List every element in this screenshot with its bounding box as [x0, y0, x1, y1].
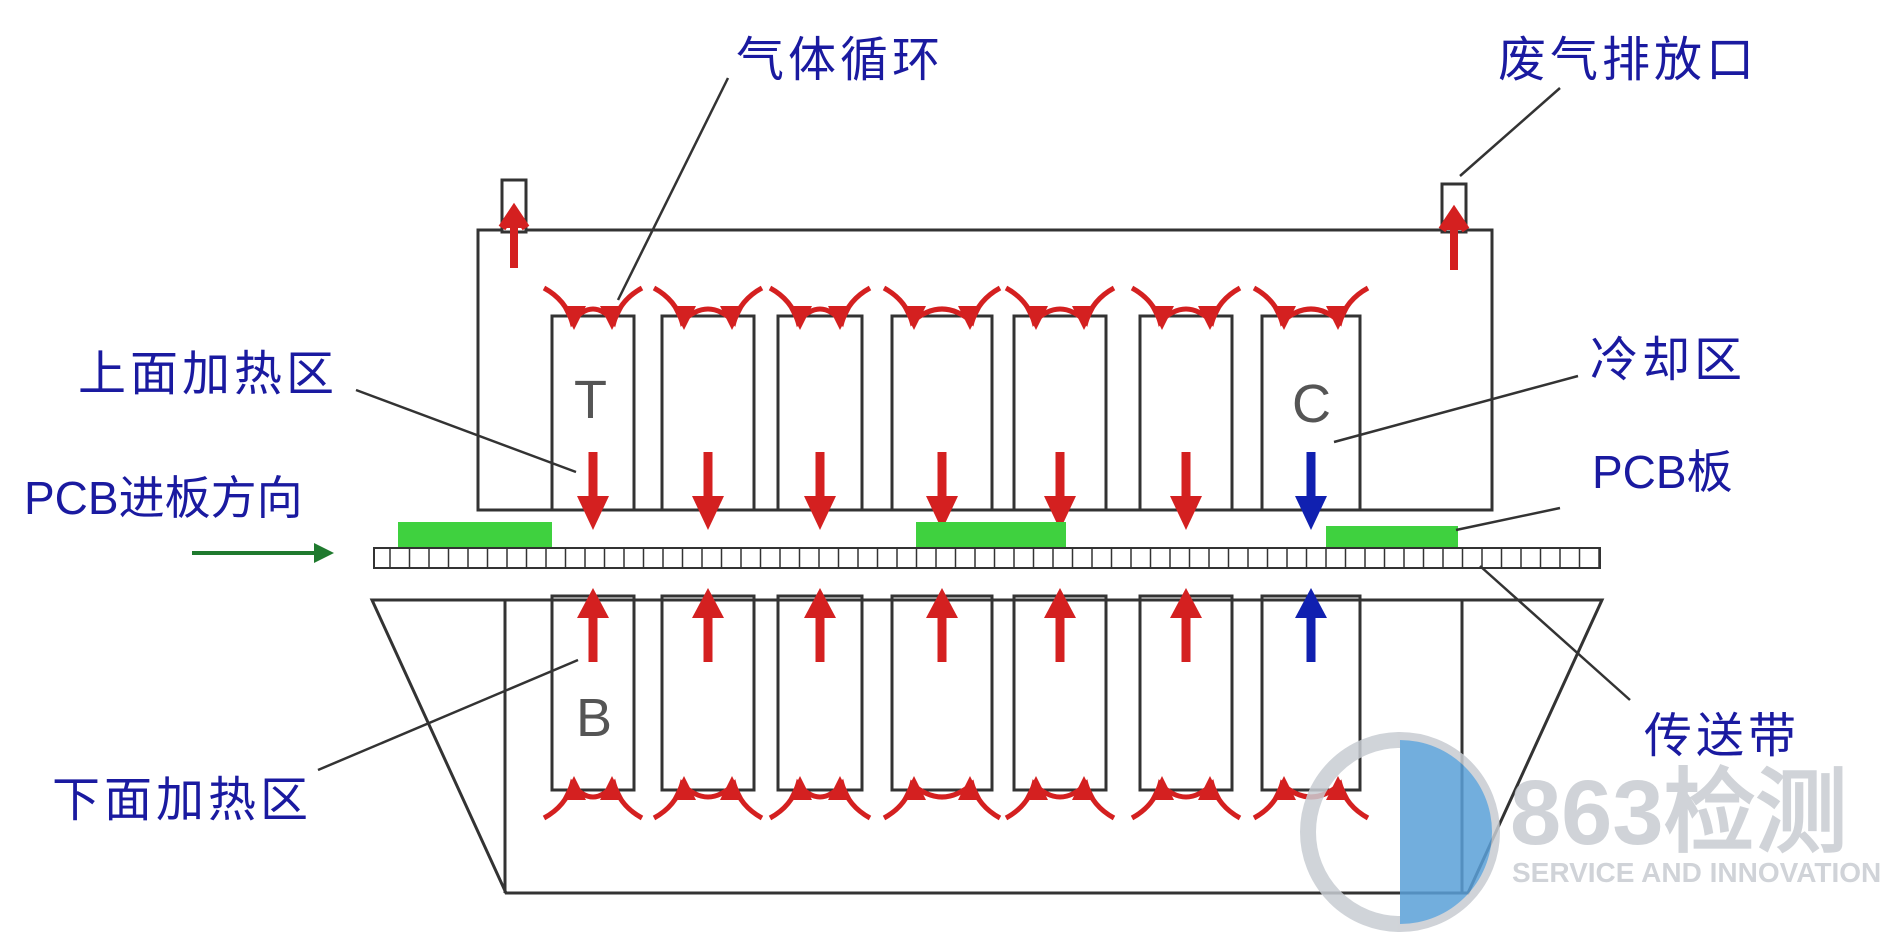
- gas-circulation-arrow: [1326, 776, 1350, 800]
- heating-flow-arrow: [577, 496, 609, 530]
- heating-flow-arrow: [1170, 496, 1202, 530]
- gas-circulation-arrow: [1150, 306, 1174, 330]
- cooling-flow-arrow: [1295, 588, 1327, 618]
- gas-circulation-arrow: [720, 306, 744, 330]
- gas-circulation-arrow: [828, 306, 852, 330]
- pcb-board: [916, 522, 1066, 548]
- gas-circulation-arrow: [768, 778, 872, 821]
- heating-flow-arrow: [926, 588, 958, 618]
- gas-circulation-arrow: [1198, 776, 1222, 800]
- pcb-boards: [398, 522, 1458, 548]
- label-pcb-entry-direction: PCB进板方向: [24, 472, 303, 524]
- lower-heating-zones: [542, 588, 1370, 821]
- zone-letter-bottom: B: [576, 688, 612, 748]
- gas-circulation-arrow: [1024, 776, 1048, 800]
- conveyor-belt: [373, 547, 1601, 569]
- cooling-flow-arrow: [1295, 496, 1327, 530]
- gas-circulation-arrow: [1326, 306, 1350, 330]
- gas-circulation-arrow: [958, 776, 982, 800]
- gas-circulation-arrow: [672, 306, 696, 330]
- gas-circulation-arrow: [1150, 776, 1174, 800]
- upper-chamber: [476, 228, 1494, 512]
- heating-flow-arrow: [1170, 588, 1202, 618]
- gas-circulation-arrow: [542, 778, 644, 821]
- gas-circulation-arrow: [652, 285, 764, 327]
- gas-circulation-arrow: [882, 779, 1002, 821]
- watermark-logo: 863检测 SERVICE AND INNOVATION: [1300, 732, 1881, 932]
- heating-flow-arrow: [804, 496, 836, 530]
- gas-circulation-arrow: [720, 776, 744, 800]
- gas-circulation-arrow: [562, 776, 586, 800]
- heating-flow-arrow: [692, 496, 724, 530]
- watermark-brand: 863检测: [1510, 762, 1848, 864]
- watermark-globe-fill: [1400, 740, 1492, 924]
- gas-circulation-arrow: [1272, 306, 1296, 330]
- watermark-tagline: SERVICE AND INNOVATION: [1512, 857, 1881, 888]
- gas-circulation-arrow: [1130, 779, 1242, 821]
- gas-circulation-arrow: [1072, 776, 1096, 800]
- label-lower-heating-zone: 下面加热区: [52, 772, 312, 828]
- label-pcb-board: PCB板: [1592, 446, 1733, 498]
- gas-circulation-arrow: [958, 306, 982, 330]
- label-exhaust-outlet: 废气排放口: [1498, 32, 1758, 88]
- label-gas-circulation: 气体循环: [736, 32, 944, 88]
- gas-circulation-arrow: [652, 779, 764, 821]
- gas-circulation-arrow: [1072, 306, 1096, 330]
- pcb-board: [398, 522, 552, 548]
- upper-heating-zones: [542, 285, 1370, 530]
- gas-circulation-arrow: [902, 776, 926, 800]
- exhaust-arrows: [498, 202, 1470, 270]
- gas-circulation-arrow: [882, 285, 1002, 327]
- gas-circulation-arrow: [1272, 776, 1296, 800]
- gas-circulation-arrow: [562, 306, 586, 330]
- gas-circulation-arrow: [788, 776, 812, 800]
- label-upper-heating-zone: 上面加热区: [78, 346, 338, 402]
- gas-circulation-arrow: [1004, 779, 1116, 821]
- gas-circulation-arrow: [788, 306, 812, 330]
- heating-flow-arrow: [926, 496, 958, 530]
- leader-lines: [317, 77, 1631, 772]
- gas-circulation-arrow: [1004, 285, 1116, 327]
- label-conveyor-belt: 传送带: [1644, 708, 1800, 764]
- gas-circulation-arrow: [1198, 306, 1222, 330]
- gas-circulation-arrow: [672, 776, 696, 800]
- heating-flow-arrow: [1044, 496, 1076, 530]
- gas-circulation-arrow: [902, 306, 926, 330]
- gas-circulation-arrow: [768, 285, 872, 328]
- zone-letter-top: T: [574, 370, 607, 430]
- heating-flow-arrow: [804, 588, 836, 618]
- heating-flow-arrow: [1044, 588, 1076, 618]
- gas-circulation-arrow: [1130, 285, 1242, 327]
- heating-flow-arrow: [577, 588, 609, 618]
- pcb-board: [1326, 526, 1458, 548]
- label-cooling-zone: 冷却区: [1590, 332, 1746, 388]
- gas-circulation-arrow: [828, 776, 852, 800]
- gas-circulation-arrow: [1024, 306, 1048, 330]
- gas-circulation-arrow: [600, 776, 624, 800]
- gas-circulation-arrow: [542, 285, 644, 328]
- heating-flow-arrow: [692, 588, 724, 618]
- zone-letter-cooling: C: [1292, 374, 1331, 434]
- gas-circulation-arrow: [600, 306, 624, 330]
- gas-circulation-arrow: [1252, 285, 1370, 327]
